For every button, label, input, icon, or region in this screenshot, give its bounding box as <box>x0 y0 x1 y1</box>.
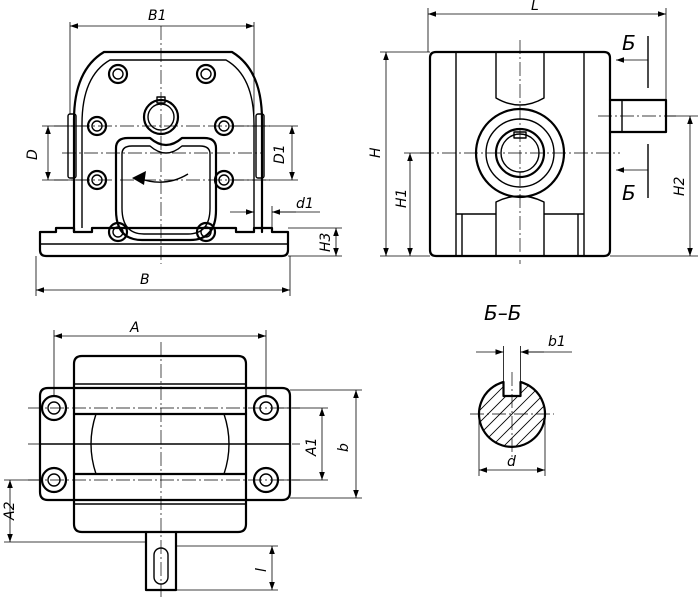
top-view-lug-plate <box>38 386 292 502</box>
rotation-arrow <box>137 173 189 183</box>
side-view-housing <box>428 50 612 258</box>
front-view: B1 D D1 d1 H3 B <box>25 8 342 296</box>
bolt-holes <box>86 63 235 243</box>
section-view: Б–Б b1 d <box>470 301 572 476</box>
dim-A: A <box>129 320 140 336</box>
front-view-base <box>38 226 290 258</box>
dim-D1: D1 <box>272 144 288 164</box>
dim-B1: B1 <box>148 8 167 24</box>
dim-A2: A2 <box>2 501 18 521</box>
dim-H1: H1 <box>394 189 410 208</box>
front-view-housing <box>72 50 264 234</box>
top-view: A A1 b A2 l <box>2 320 362 597</box>
dim-d: d <box>507 454 516 470</box>
dim-B: B <box>140 272 150 288</box>
dim-l: l <box>254 568 270 572</box>
gear-chamber <box>114 136 218 242</box>
dim-b: b <box>336 443 352 452</box>
dim-d1: d1 <box>296 196 314 212</box>
dim-b1: b1 <box>548 334 566 350</box>
section-shaft-outline <box>477 380 547 448</box>
side-view: Б Б L H H1 H2 <box>368 0 698 264</box>
dim-H2: H2 <box>672 176 688 196</box>
top-view-housing <box>72 354 248 534</box>
section-hatching <box>479 382 545 447</box>
dim-H3: H3 <box>318 233 334 252</box>
section-mark-bottom: Б <box>622 181 636 205</box>
section-mark-top: Б <box>622 31 636 55</box>
dim-L: L <box>531 0 539 14</box>
section-title: Б–Б <box>484 301 521 325</box>
dim-H: H <box>368 147 384 158</box>
dim-A1: A1 <box>304 438 320 457</box>
dim-D: D <box>25 149 41 160</box>
